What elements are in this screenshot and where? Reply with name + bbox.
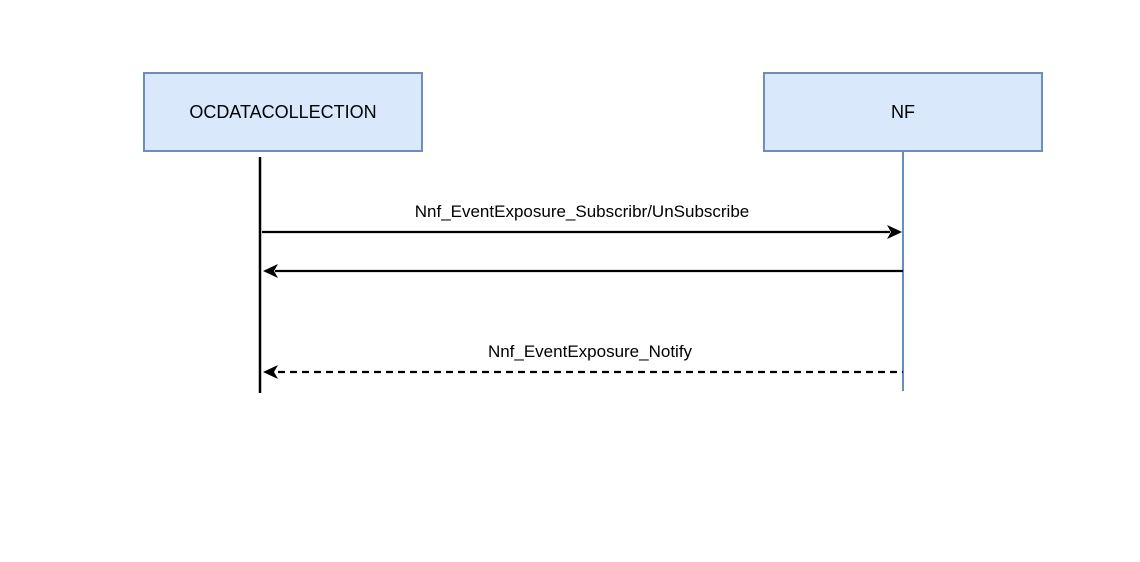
- message-label-subscribe: Nnf_EventExposure_Subscribr/UnSubscribe: [414, 202, 750, 221]
- arrowhead-right-icon: [887, 225, 902, 239]
- actor-box-ocdatacollection: OCDATACOLLECTION: [143, 72, 423, 152]
- actor-label-ocdatacollection: OCDATACOLLECTION: [189, 101, 377, 122]
- arrowhead-left-icon: [263, 365, 278, 379]
- message-label-notify: Nnf_EventExposure_Notify: [487, 342, 693, 361]
- actor-label-nf: NF: [891, 101, 915, 122]
- actor-box-nf: NF: [763, 72, 1043, 152]
- arrowhead-left-icon: [263, 264, 278, 278]
